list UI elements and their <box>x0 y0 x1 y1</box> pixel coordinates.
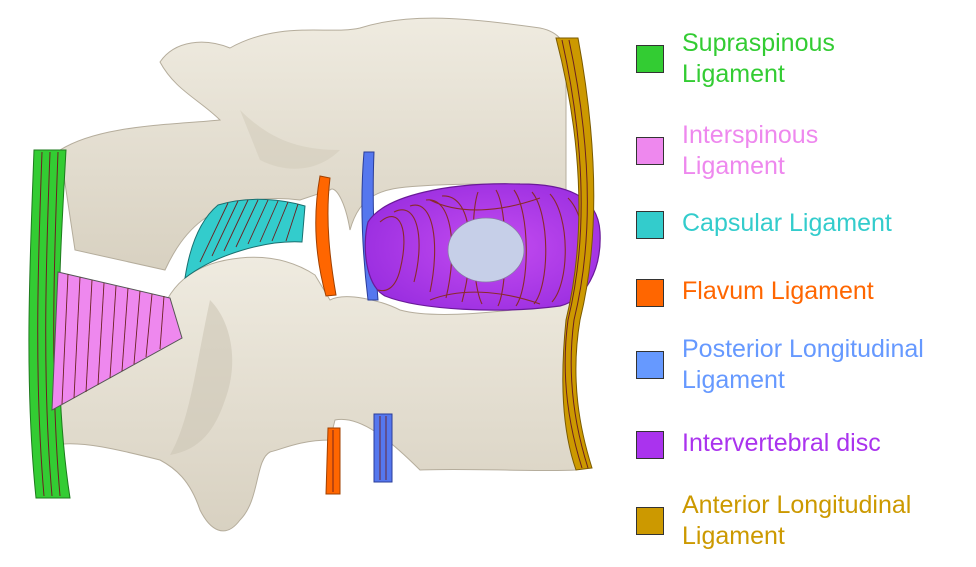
legend-item-flavum: Flavum Ligament <box>636 276 874 307</box>
legend-item-capsular: Capsular Ligament <box>636 208 892 239</box>
legend-label-supraspinous: Supraspinous Ligament <box>682 28 835 90</box>
legend-swatch-flavum <box>636 279 664 307</box>
intervertebral-disc <box>365 184 600 310</box>
legend-swatch-anterior-longitudinal <box>636 507 664 535</box>
legend-label-flavum: Flavum Ligament <box>682 276 874 307</box>
legend-swatch-supraspinous <box>636 45 664 73</box>
legend-swatch-interspinous <box>636 137 664 165</box>
legend-item-interspinous: Interspinous Ligament <box>636 120 818 182</box>
legend-swatch-capsular <box>636 211 664 239</box>
legend-label-anterior-longitudinal: Anterior Longitudinal Ligament <box>682 490 911 552</box>
legend-label-intervertebral-disc: Intervertebral disc <box>682 428 881 459</box>
legend-label-interspinous: Interspinous Ligament <box>682 120 818 182</box>
nucleus-pulposus <box>448 218 524 282</box>
legend-item-anterior-longitudinal: Anterior Longitudinal Ligament <box>636 490 911 552</box>
legend-item-posterior-longitudinal: Posterior Longitudinal Ligament <box>636 334 924 396</box>
legend-item-intervertebral-disc: Intervertebral disc <box>636 428 881 459</box>
legend-label-capsular: Capsular Ligament <box>682 208 892 239</box>
legend-item-supraspinous: Supraspinous Ligament <box>636 28 835 90</box>
legend-label-posterior-longitudinal: Posterior Longitudinal Ligament <box>682 334 924 396</box>
legend-swatch-posterior-longitudinal <box>636 351 664 379</box>
legend-swatch-intervertebral-disc <box>636 431 664 459</box>
